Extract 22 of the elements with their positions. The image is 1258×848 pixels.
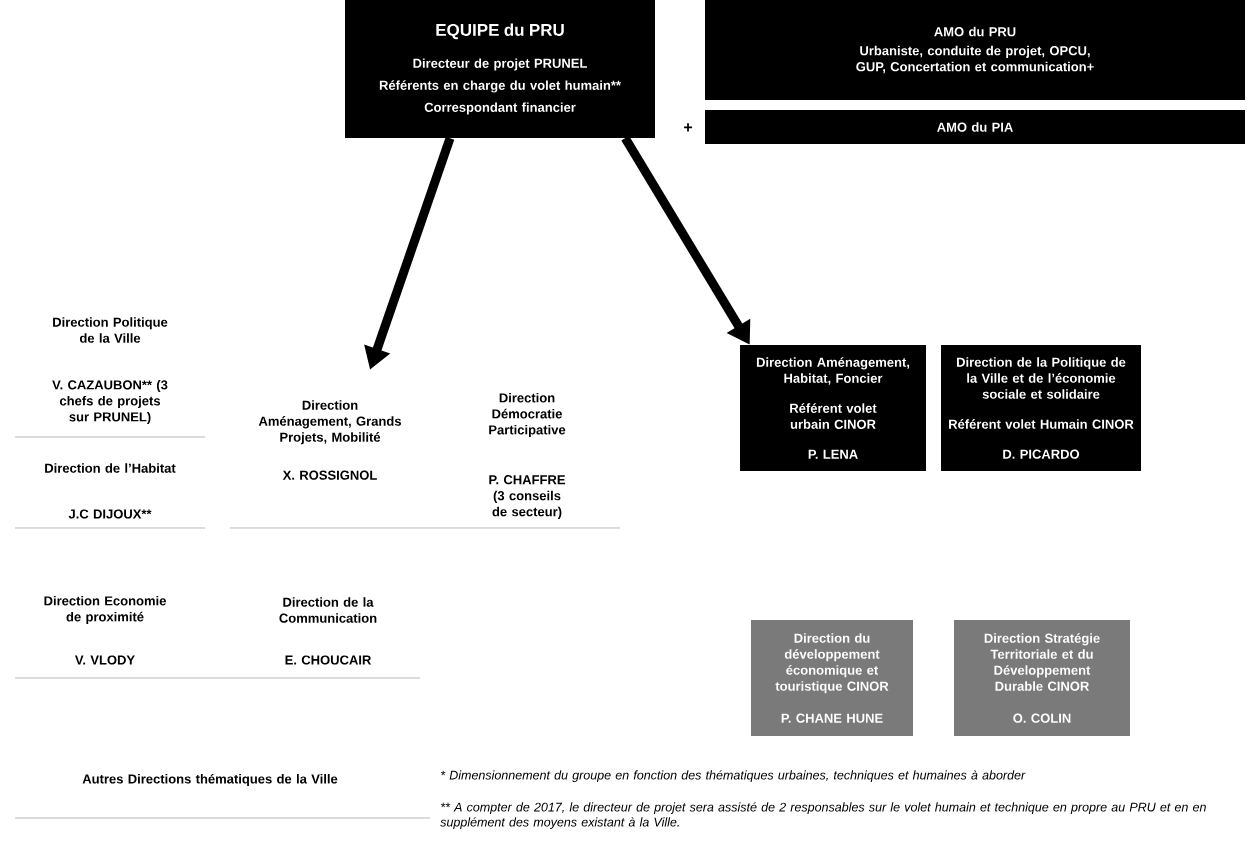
direction-name: Direction de l’Habitat <box>45 463 176 473</box>
person-name: V. VLODY <box>75 655 135 665</box>
direction-name: Direction Démocratie Participative <box>489 392 566 438</box>
person-name: V. CAZAUBON** (3 chefs de projets sur PRUNEL) <box>52 379 168 425</box>
person-name: J.C DIJOUX** <box>68 509 152 519</box>
org-box: Direction de la Politique de la Ville et de l’économie sociale et solidaire Référent volet Humain CINOR D. PICARDO <box>941 345 1141 471</box>
direction-name: Direction Economie de proximité <box>44 595 166 625</box>
direction-name: Autres Directions thématiques de la Ville <box>82 773 338 787</box>
org-box: AMO du PRU Urbaniste, conduite de projet, OPCU, GUP, Concertation et communication+ <box>705 0 1245 100</box>
direction-name: Direction Politique de la Ville <box>53 317 168 343</box>
org-box: EQUIPE du PRU Directeur de projet PRUNEL Référents en charge du volet humain** Correspondant financier <box>345 0 655 138</box>
footnote: * Dimensionnement du groupe en fonction des thématiques urbaines, techniques et humaines à aborder <box>440 770 1026 782</box>
direction-entry: Direction Aménagement, Grands Projets, Mobilité X. ROSSIGNOL <box>258 400 401 480</box>
direction-name: Direction de la Communication <box>279 597 377 623</box>
org-box: Direction Stratégie Territoriale et du Développement Durable CINOR O. COLIN <box>954 620 1130 736</box>
person-name: P. CHAFFRE (3 conseils de secteur) <box>489 475 565 519</box>
org-box: Direction Aménagement, Habitat, Foncier Référent volet urbain CINOR P. LENA <box>740 345 926 471</box>
org-box: Direction du développement économique et touristique CINOR P. CHANE HUNE <box>751 620 913 736</box>
org-box: AMO du PIA <box>705 110 1245 144</box>
person-name: E. CHOUCAIR <box>285 655 372 665</box>
footnote: ** A compter de 2017, le directeur de projet sera assisté de 2 responsables sur le volet humain et technique en propre au PRU et en en supplément des moyens existant à la Ville. <box>440 802 1206 829</box>
plus-sign: + <box>684 123 692 132</box>
